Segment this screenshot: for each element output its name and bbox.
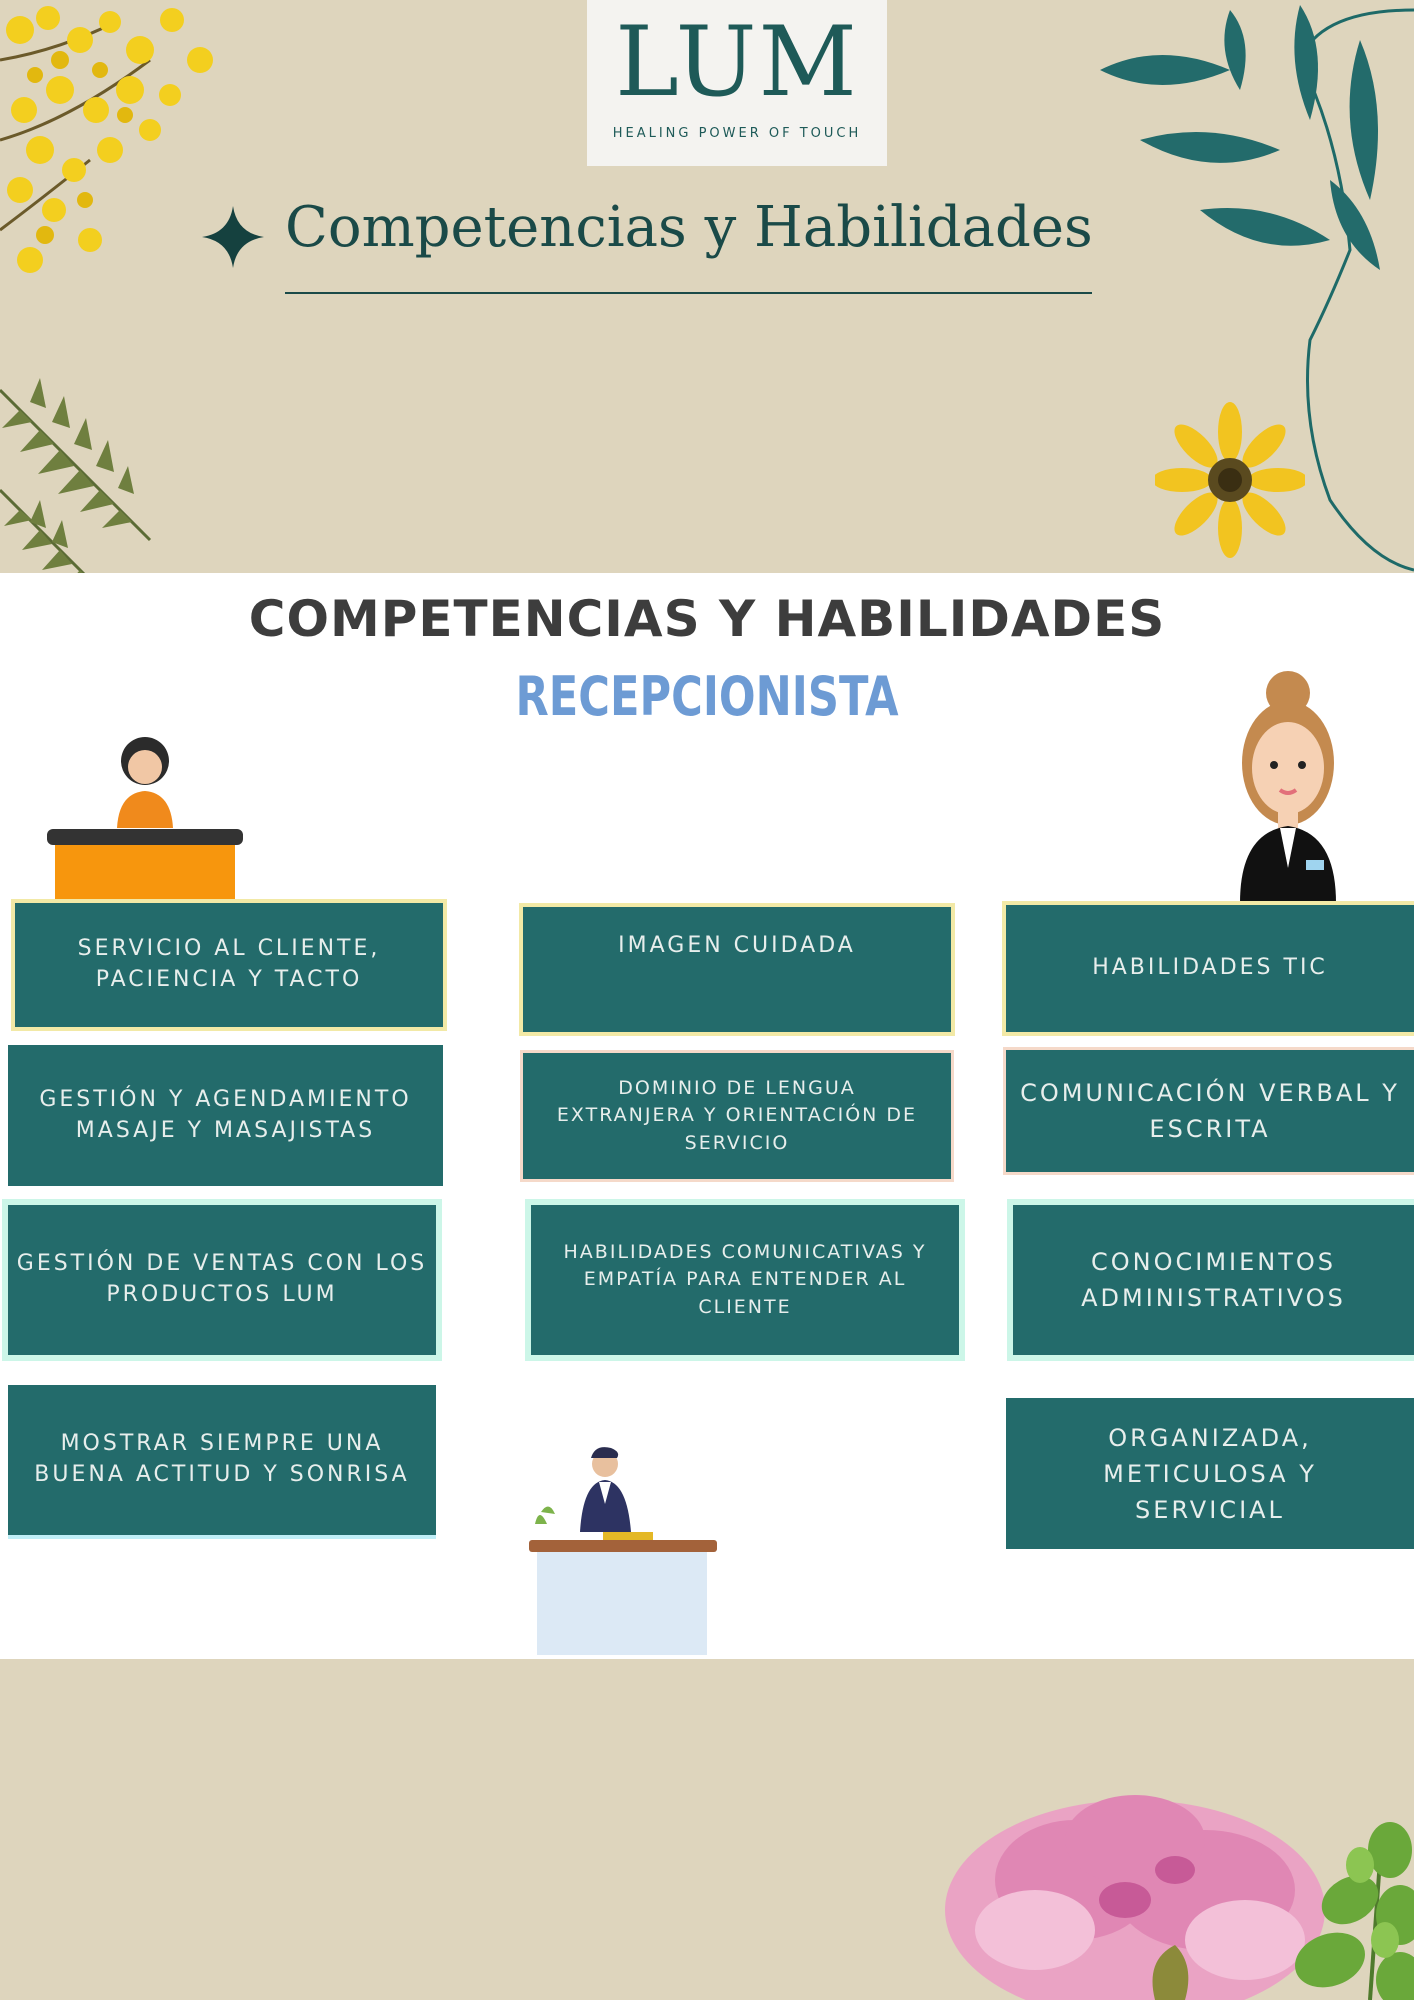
page-title: Competencias y Habilidades <box>285 195 1093 260</box>
panel-heading: COMPETENCIAS Y HABILIDADES <box>248 590 1166 648</box>
panel-subheading: RECEPCIONISTA <box>515 665 899 728</box>
mimosa-branch-icon <box>0 6 213 273</box>
logo-mark: LUM <box>615 6 859 118</box>
logo: LUM HEALING POWER OF TOUCH <box>587 0 887 166</box>
skill-card-image: IMAGEN CUIDADA <box>523 907 951 1032</box>
skill-card-scheduling: GESTIÓN Y AGENDAMIENTO MASAJE Y MASAJIST… <box>8 1045 443 1186</box>
yellow-flower-icon <box>1155 402 1305 558</box>
pink-peony-icon <box>945 1795 1325 2000</box>
skill-card-tic: HABILIDADES TIC <box>1006 905 1414 1032</box>
skill-card-customer-service: SERVICIO AL CLIENTE, PACIENCIA Y TACTO <box>15 903 443 1027</box>
receptionist-man-icon <box>529 1447 717 1655</box>
skill-card-verbal-written: COMUNICACIÓN VERBAL Y ESCRITA <box>1006 1050 1414 1172</box>
receptionist-woman-icon <box>1240 671 1336 903</box>
skill-card-organized: ORGANIZADA, METICULOSA Y SERVICIAL <box>1006 1398 1414 1549</box>
teal-leaves-icon <box>1100 5 1414 572</box>
skill-card-attitude: MOSTRAR SIEMPRE UNA BUENA ACTITUD Y SONR… <box>8 1385 436 1535</box>
skill-card-administrative: CONOCIMIENTOS ADMINISTRATIVOS <box>1013 1205 1414 1355</box>
mint-leaves-icon <box>1295 1822 1414 2000</box>
receptionist-desk-icon <box>47 737 243 903</box>
skill-card-language: DOMINIO DE LENGUA EXTRANJERA Y ORIENTACI… <box>523 1053 951 1179</box>
title-divider <box>285 292 1092 294</box>
skill-card-communication-empathy: HABILIDADES COMUNICATIVAS Y EMPATÍA PARA… <box>531 1205 959 1355</box>
logo-tagline: HEALING POWER OF TOUCH <box>612 126 862 141</box>
sparkle-icon <box>202 206 264 268</box>
skill-card-sales: GESTIÓN DE VENTAS CON LOS PRODUCTOS LUM <box>8 1205 436 1355</box>
